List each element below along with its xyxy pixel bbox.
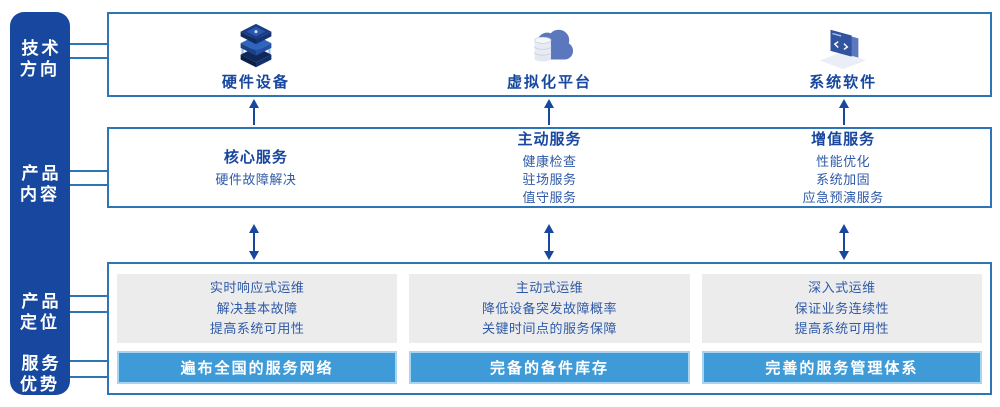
positioning-column-deep: 深入式运维 保证业务连续性 提高系统可用性 完善的服务管理体系 <box>701 274 982 384</box>
tech-direction-box: 硬件设备 虚拟化平台 <box>107 12 992 97</box>
service-heading: 增值服务 <box>811 130 876 148</box>
connector-line <box>66 311 107 313</box>
service-item: 应急预演服务 <box>802 190 884 206</box>
arrow-up-icon <box>839 99 849 125</box>
positioning-line: 降低设备突发故障概率 <box>481 300 617 316</box>
service-item: 性能优化 <box>816 153 871 169</box>
connector-line <box>66 57 107 59</box>
software-window-icon <box>818 20 868 70</box>
tech-item-label: 硬件设备 <box>221 73 290 91</box>
connector-line <box>66 184 107 186</box>
positioning-line: 解决基本故障 <box>216 300 298 316</box>
service-item: 系统加固 <box>816 171 871 187</box>
arrow-double-vertical-icon <box>839 224 849 260</box>
sidebar-label-service-advantage: 服务 优势 <box>20 354 62 395</box>
sidebar-label-product-content: 产品 内容 <box>20 164 62 205</box>
sidebar-label-product-position: 产品 定位 <box>20 292 62 333</box>
connector-line <box>66 170 107 172</box>
advantage-banner: 完备的备件库存 <box>409 351 690 384</box>
cloud-database-icon <box>525 20 575 70</box>
service-column-core: 核心服务 硬件故障解决 <box>109 129 403 206</box>
positioning-line: 保证业务连续性 <box>794 300 890 316</box>
arrow-up-icon <box>544 99 554 125</box>
arrow-up-icon <box>249 99 259 125</box>
positioning-line: 深入式运维 <box>808 280 876 296</box>
service-column-proactive: 主动服务 健康检查 驻场服务 值守服务 <box>403 129 697 206</box>
connector-line <box>66 43 107 45</box>
positioning-column-realtime: 实时响应式运维 解决基本故障 提高系统可用性 遍布全国的服务网络 <box>117 274 398 384</box>
service-item: 驻场服务 <box>522 171 577 187</box>
positioning-line: 实时响应式运维 <box>209 280 305 296</box>
advantage-banner: 遍布全国的服务网络 <box>117 351 398 384</box>
tech-item-virtualization: 虚拟化平台 <box>403 14 697 95</box>
connector-line <box>66 376 107 378</box>
positioning-panel: 主动式运维 降低设备突发故障概率 关键时间点的服务保障 <box>409 274 690 344</box>
positioning-line: 主动式运维 <box>515 280 584 296</box>
positioning-column-proactive: 主动式运维 降低设备突发故障概率 关键时间点的服务保障 完备的备件库存 <box>409 274 690 384</box>
service-item: 硬件故障解决 <box>215 171 297 187</box>
server-stack-icon <box>231 20 281 70</box>
tech-item-software: 系统软件 <box>696 14 990 95</box>
positioning-line: 提高系统可用性 <box>794 320 890 336</box>
connector-line <box>66 360 107 362</box>
advantage-banner: 完善的服务管理体系 <box>701 351 982 384</box>
tech-item-label: 系统软件 <box>809 73 878 91</box>
tech-item-label: 虚拟化平台 <box>507 73 593 91</box>
service-item: 健康检查 <box>522 153 577 169</box>
connector-line <box>66 295 107 297</box>
sidebar-label-tech-direction: 技术 方向 <box>20 39 62 80</box>
service-heading: 主动服务 <box>517 130 582 148</box>
service-item: 值守服务 <box>522 190 577 206</box>
arrow-double-vertical-icon <box>544 224 554 260</box>
tech-item-hardware: 硬件设备 <box>109 14 403 95</box>
positioning-advantage-box: 实时响应式运维 解决基本故障 提高系统可用性 遍布全国的服务网络 主动式运维 降… <box>107 262 992 395</box>
arrow-double-vertical-icon <box>249 224 259 260</box>
positioning-line: 提高系统可用性 <box>209 320 305 336</box>
service-heading: 核心服务 <box>223 148 288 166</box>
product-content-box: 核心服务 硬件故障解决 主动服务 健康检查 驻场服务 值守服务 增值服务 性能优… <box>107 127 992 208</box>
positioning-panel: 深入式运维 保证业务连续性 提高系统可用性 <box>701 274 982 344</box>
service-column-value-added: 增值服务 性能优化 系统加固 应急预演服务 <box>696 129 990 206</box>
category-sidebar: 技术 方向 产品 内容 产品 定位 服务 优势 <box>10 12 70 395</box>
positioning-line: 关键时间点的服务保障 <box>481 320 617 336</box>
positioning-panel: 实时响应式运维 解决基本故障 提高系统可用性 <box>117 274 398 344</box>
